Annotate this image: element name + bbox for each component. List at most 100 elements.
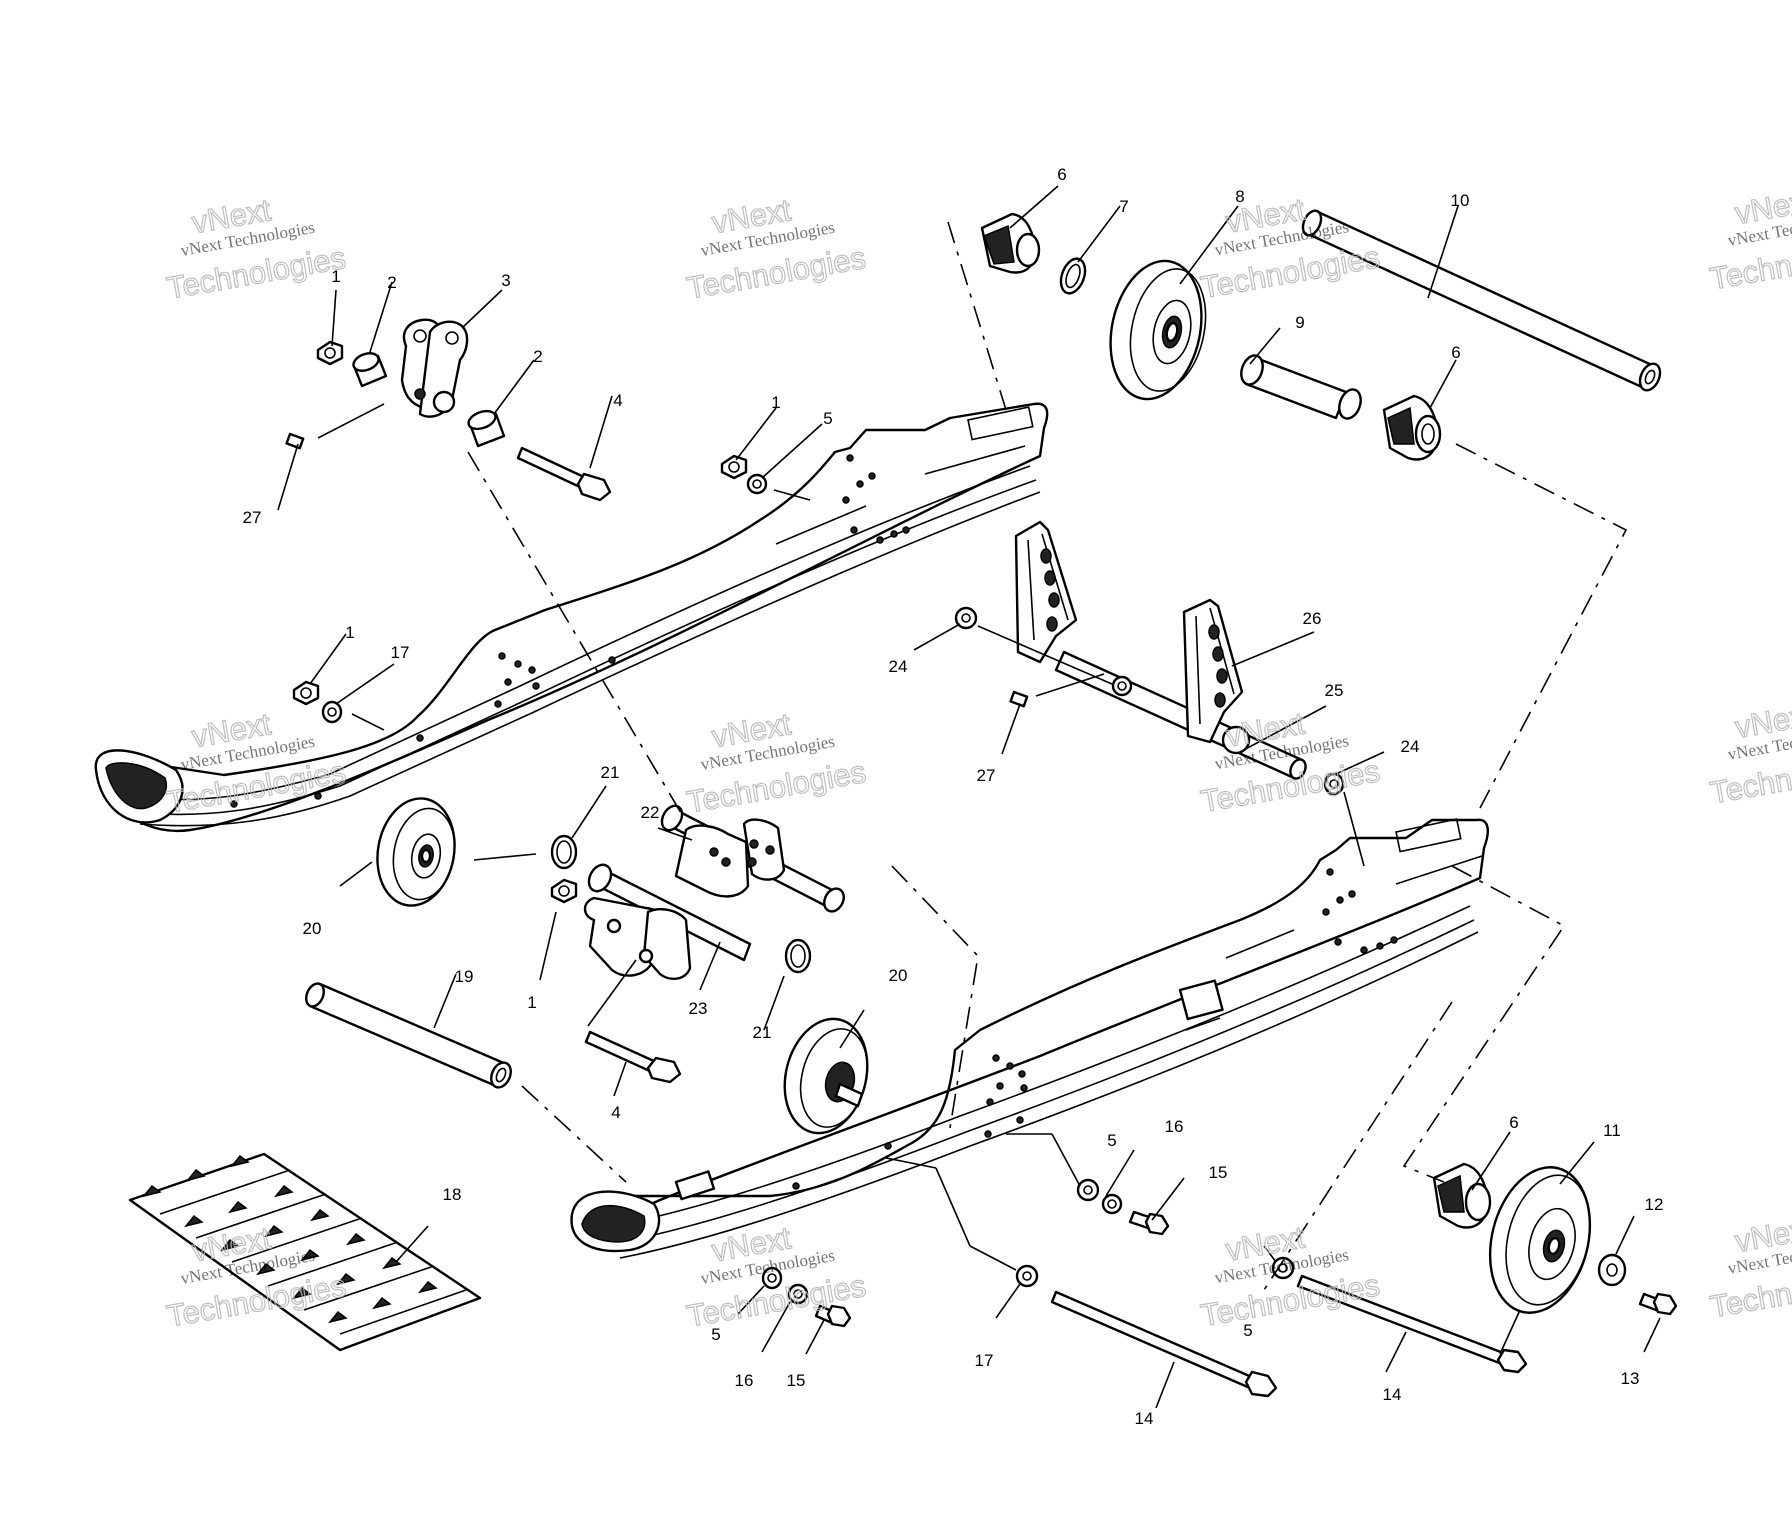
callout-2: 2	[387, 273, 396, 292]
tube-19	[305, 982, 512, 1089]
callout-2: 2	[533, 347, 542, 366]
bolt-15-right	[1128, 1210, 1170, 1236]
bolt-4-upper	[516, 446, 612, 502]
callout-15: 15	[1209, 1163, 1228, 1182]
watermark-bottom-left: vNext vNext Technologies Technologies	[164, 1220, 349, 1335]
ring-7-top	[1059, 257, 1087, 295]
bolt-13	[1638, 1292, 1678, 1316]
callout-12: 12	[1645, 1195, 1664, 1214]
callout-9: 9	[1295, 313, 1304, 332]
callout-14: 14	[1135, 1409, 1154, 1428]
shaft-tube-10	[1301, 209, 1662, 392]
callout-5: 5	[823, 409, 832, 428]
nut-1-upper-middle	[720, 454, 748, 480]
callout-21: 21	[601, 763, 620, 782]
wheel-hub-6-right	[1382, 394, 1442, 461]
callout-4: 4	[613, 391, 622, 410]
washer-5-lower-right	[1076, 1178, 1100, 1202]
watermark-bottom-edge: vNext vNext Technologies Technologies	[1707, 1210, 1792, 1325]
callout-22: 22	[641, 803, 660, 822]
callout-24: 24	[1401, 737, 1420, 756]
callout-1: 1	[527, 993, 536, 1012]
callout-17: 17	[975, 1351, 994, 1370]
watermark-top-center: vNext vNext Technologies Technologies	[684, 192, 869, 307]
watermark-mid-edge: vNext vNext Technologies Technologies	[1707, 696, 1792, 811]
washer-17-mid-left	[321, 700, 343, 724]
washer-16-lower-right	[1101, 1193, 1123, 1215]
callout-6: 6	[1057, 165, 1066, 184]
washer-12	[1597, 1253, 1627, 1287]
callout-5: 5	[1107, 1131, 1116, 1150]
bracket-26-left	[1014, 520, 1078, 664]
bolt-4-lower	[584, 1030, 682, 1084]
left-rail-front-curl	[94, 749, 184, 824]
right-rail-bracket	[1178, 979, 1224, 1031]
link-plate-3	[400, 318, 469, 418]
callout-3: 3	[501, 271, 510, 290]
washer-5-upper	[746, 473, 768, 495]
left-rail	[97, 402, 1049, 833]
spacer-tube-9	[1240, 354, 1362, 420]
callout-5: 5	[1243, 1321, 1252, 1340]
callout-7: 7	[1119, 197, 1128, 216]
callout-26: 26	[1303, 609, 1322, 628]
nut-1-upper-left	[316, 340, 344, 366]
pivot-arm-22	[587, 804, 845, 962]
callout-27: 27	[977, 766, 996, 785]
bracket-26-right	[1182, 598, 1251, 755]
leader-lines	[277, 185, 1661, 1409]
wheel-hub-6-top	[980, 212, 1041, 274]
callout-23: 23	[689, 999, 708, 1018]
callout-24: 24	[889, 657, 908, 676]
ring-21-top	[550, 834, 578, 870]
bolt-15-left	[814, 1304, 852, 1328]
idler-wheel-20-right	[783, 1017, 869, 1135]
nut-1-center	[550, 878, 578, 904]
callout-21: 21	[753, 1023, 772, 1042]
idler-wheel-20-left	[376, 797, 456, 907]
watermark-top-right: vNext vNext Technologies Technologies	[1197, 191, 1382, 306]
callout-8: 8	[1235, 187, 1244, 206]
pivot-plate-23	[583, 896, 692, 980]
callout-16: 16	[735, 1371, 754, 1390]
washer-5-far-right	[1271, 1256, 1295, 1280]
watermark-mid-left: vNext vNext Technologies Technologies	[164, 706, 349, 821]
left-rail-holes	[230, 454, 910, 808]
washer-17-lower	[1015, 1264, 1039, 1288]
callout-1: 1	[331, 267, 340, 286]
callout-5: 5	[711, 1325, 720, 1344]
wheel-hub-6-lower	[1432, 1162, 1492, 1229]
callout-13: 13	[1621, 1369, 1640, 1388]
callout-6: 6	[1509, 1113, 1518, 1132]
callout-1: 1	[771, 393, 780, 412]
washer-5-lower-left	[761, 1266, 783, 1290]
callout-20: 20	[303, 919, 322, 938]
ring-21-bottom	[784, 938, 812, 974]
callout-10: 10	[1451, 191, 1470, 210]
nut-1-mid-left	[292, 680, 320, 706]
bushing-2-right	[467, 409, 506, 448]
washer-16-lower-left	[787, 1283, 809, 1305]
set-screw-27-right	[1009, 690, 1029, 708]
watermark-bottom-right: vNext vNext Technologies Technologies	[1197, 1219, 1382, 1334]
callout-20: 20	[889, 966, 908, 985]
watermark-mid-center: vNext vNext Technologies Technologies	[684, 706, 869, 821]
callout-27: 27	[243, 508, 262, 527]
idler-wheel-8	[1109, 259, 1207, 401]
washer-24-upper	[954, 606, 978, 630]
axle-14-right	[1296, 1274, 1528, 1374]
set-screw-27-left	[285, 432, 305, 450]
callout-6: 6	[1451, 343, 1460, 362]
callout-labels: 1 2 3 2 4 27 1 5 1 17 6 7 8 9 10 6 26 24…	[243, 165, 1664, 1428]
washer-24-lower	[1323, 772, 1345, 796]
watermark-top-edge: vNext vNext Technologies Technologies	[1707, 182, 1792, 297]
watermark-top-left: vNext vNext Technologies Technologies	[164, 192, 349, 307]
callout-15: 15	[787, 1371, 806, 1390]
assembly-centerlines	[467, 221, 1628, 1291]
callout-17: 17	[391, 643, 410, 662]
track-18	[128, 1152, 482, 1352]
callout-1: 1	[345, 623, 354, 642]
callout-4: 4	[611, 1103, 620, 1122]
callout-25: 25	[1325, 681, 1344, 700]
